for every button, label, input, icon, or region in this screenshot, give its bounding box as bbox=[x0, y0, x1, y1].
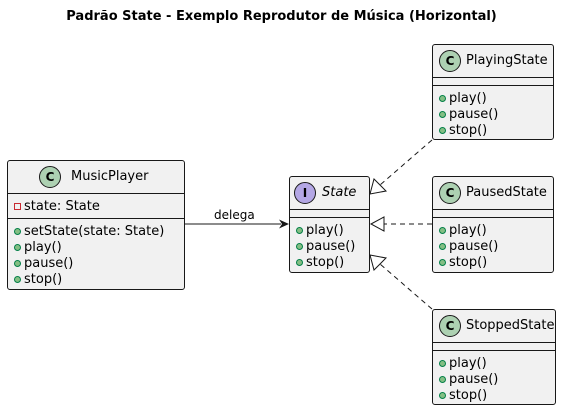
class-stereotype-icon: C bbox=[439, 315, 461, 337]
method-row: play() bbox=[439, 355, 555, 371]
class-header: C PausedState bbox=[433, 177, 553, 210]
method-row: stop() bbox=[439, 254, 553, 270]
realization-playing-head bbox=[369, 178, 388, 195]
methods-section: play() pause() stop() bbox=[433, 351, 555, 407]
method-row: stop() bbox=[296, 254, 369, 270]
realization-paused-head bbox=[369, 216, 385, 232]
public-visibility-icon bbox=[439, 258, 446, 266]
method-text: play() bbox=[306, 222, 344, 238]
methods-section: play() pause() stop() bbox=[433, 218, 553, 274]
realization-playing-line bbox=[379, 139, 433, 186]
method-row: stop() bbox=[439, 122, 553, 138]
method-row: play() bbox=[439, 90, 553, 106]
method-row: setState(state: State) bbox=[14, 223, 184, 239]
public-visibility-icon bbox=[14, 275, 21, 283]
method-row: pause() bbox=[439, 106, 553, 122]
methods-section: play() pause() stop() bbox=[433, 86, 553, 142]
attributes-section: state: State bbox=[8, 194, 184, 219]
attribute-text: state: State bbox=[24, 198, 100, 214]
attribute-row: state: State bbox=[14, 198, 184, 214]
method-text: pause() bbox=[24, 255, 74, 271]
method-row: play() bbox=[439, 222, 553, 238]
class-name: MusicPlayer bbox=[71, 169, 149, 184]
attributes-section bbox=[433, 210, 553, 218]
method-text: play() bbox=[449, 222, 487, 238]
public-visibility-icon bbox=[439, 242, 446, 250]
interface-state[interactable]: I State play() pause() stop() bbox=[289, 176, 370, 273]
method-text: stop() bbox=[24, 271, 63, 287]
attributes-section bbox=[433, 78, 553, 86]
public-visibility-icon bbox=[296, 242, 303, 250]
method-row: pause() bbox=[439, 371, 555, 387]
public-visibility-icon bbox=[439, 391, 446, 399]
diagram-title: Padrão State - Exemplo Reprodutor de Mús… bbox=[66, 9, 497, 24]
class-music-player[interactable]: C MusicPlayer state: State setState(stat… bbox=[7, 160, 185, 290]
methods-section: play() pause() stop() bbox=[290, 218, 369, 274]
class-header: C MusicPlayer bbox=[8, 161, 184, 194]
public-visibility-icon bbox=[14, 227, 21, 235]
class-paused-state[interactable]: C PausedState play() pause() stop() bbox=[432, 176, 554, 273]
attributes-section bbox=[433, 343, 555, 351]
interface-stereotype-icon: I bbox=[294, 182, 316, 204]
public-visibility-icon bbox=[439, 375, 446, 383]
class-stereotype-icon: C bbox=[39, 166, 61, 188]
realization-stopped-line bbox=[379, 263, 433, 310]
class-stereotype-icon: C bbox=[439, 50, 461, 72]
method-text: pause() bbox=[449, 106, 499, 122]
method-text: setState(state: State) bbox=[24, 223, 165, 239]
method-text: pause() bbox=[449, 238, 499, 254]
class-header: C PlayingState bbox=[433, 45, 553, 78]
method-text: play() bbox=[449, 90, 487, 106]
realization-stopped-head bbox=[369, 254, 388, 271]
public-visibility-icon bbox=[439, 110, 446, 118]
method-row: stop() bbox=[14, 271, 184, 287]
method-text: stop() bbox=[449, 122, 488, 138]
class-stereotype-icon: C bbox=[439, 182, 461, 204]
method-text: stop() bbox=[449, 254, 488, 270]
class-playing-state[interactable]: C PlayingState play() pause() stop() bbox=[432, 44, 554, 140]
method-row: play() bbox=[14, 239, 184, 255]
class-name: State bbox=[322, 185, 357, 200]
method-text: pause() bbox=[306, 238, 356, 254]
method-text: play() bbox=[24, 239, 62, 255]
class-name: StoppedState bbox=[466, 318, 555, 333]
class-name: PlayingState bbox=[466, 53, 548, 68]
public-visibility-icon bbox=[14, 243, 21, 251]
public-visibility-icon bbox=[296, 226, 303, 234]
class-name: PausedState bbox=[466, 185, 547, 200]
attributes-section bbox=[290, 210, 369, 218]
public-visibility-icon bbox=[14, 259, 21, 267]
public-visibility-icon bbox=[296, 258, 303, 266]
public-visibility-icon bbox=[439, 359, 446, 367]
class-header: C StoppedState bbox=[433, 310, 555, 343]
method-row: pause() bbox=[14, 255, 184, 271]
method-row: pause() bbox=[296, 238, 369, 254]
method-text: pause() bbox=[449, 371, 499, 387]
method-text: stop() bbox=[449, 387, 488, 403]
public-visibility-icon bbox=[439, 94, 446, 102]
method-text: stop() bbox=[306, 254, 345, 270]
method-row: pause() bbox=[439, 238, 553, 254]
private-visibility-icon bbox=[14, 202, 21, 210]
delegates-label: delega bbox=[214, 208, 255, 222]
method-row: play() bbox=[296, 222, 369, 238]
class-header: I State bbox=[290, 177, 369, 210]
method-text: play() bbox=[449, 355, 487, 371]
public-visibility-icon bbox=[439, 126, 446, 134]
methods-section: setState(state: State) play() pause() st… bbox=[8, 219, 184, 291]
delegates-arrowhead bbox=[279, 219, 289, 229]
method-row: stop() bbox=[439, 387, 555, 403]
public-visibility-icon bbox=[439, 226, 446, 234]
class-stopped-state[interactable]: C StoppedState play() pause() stop() bbox=[432, 309, 556, 405]
